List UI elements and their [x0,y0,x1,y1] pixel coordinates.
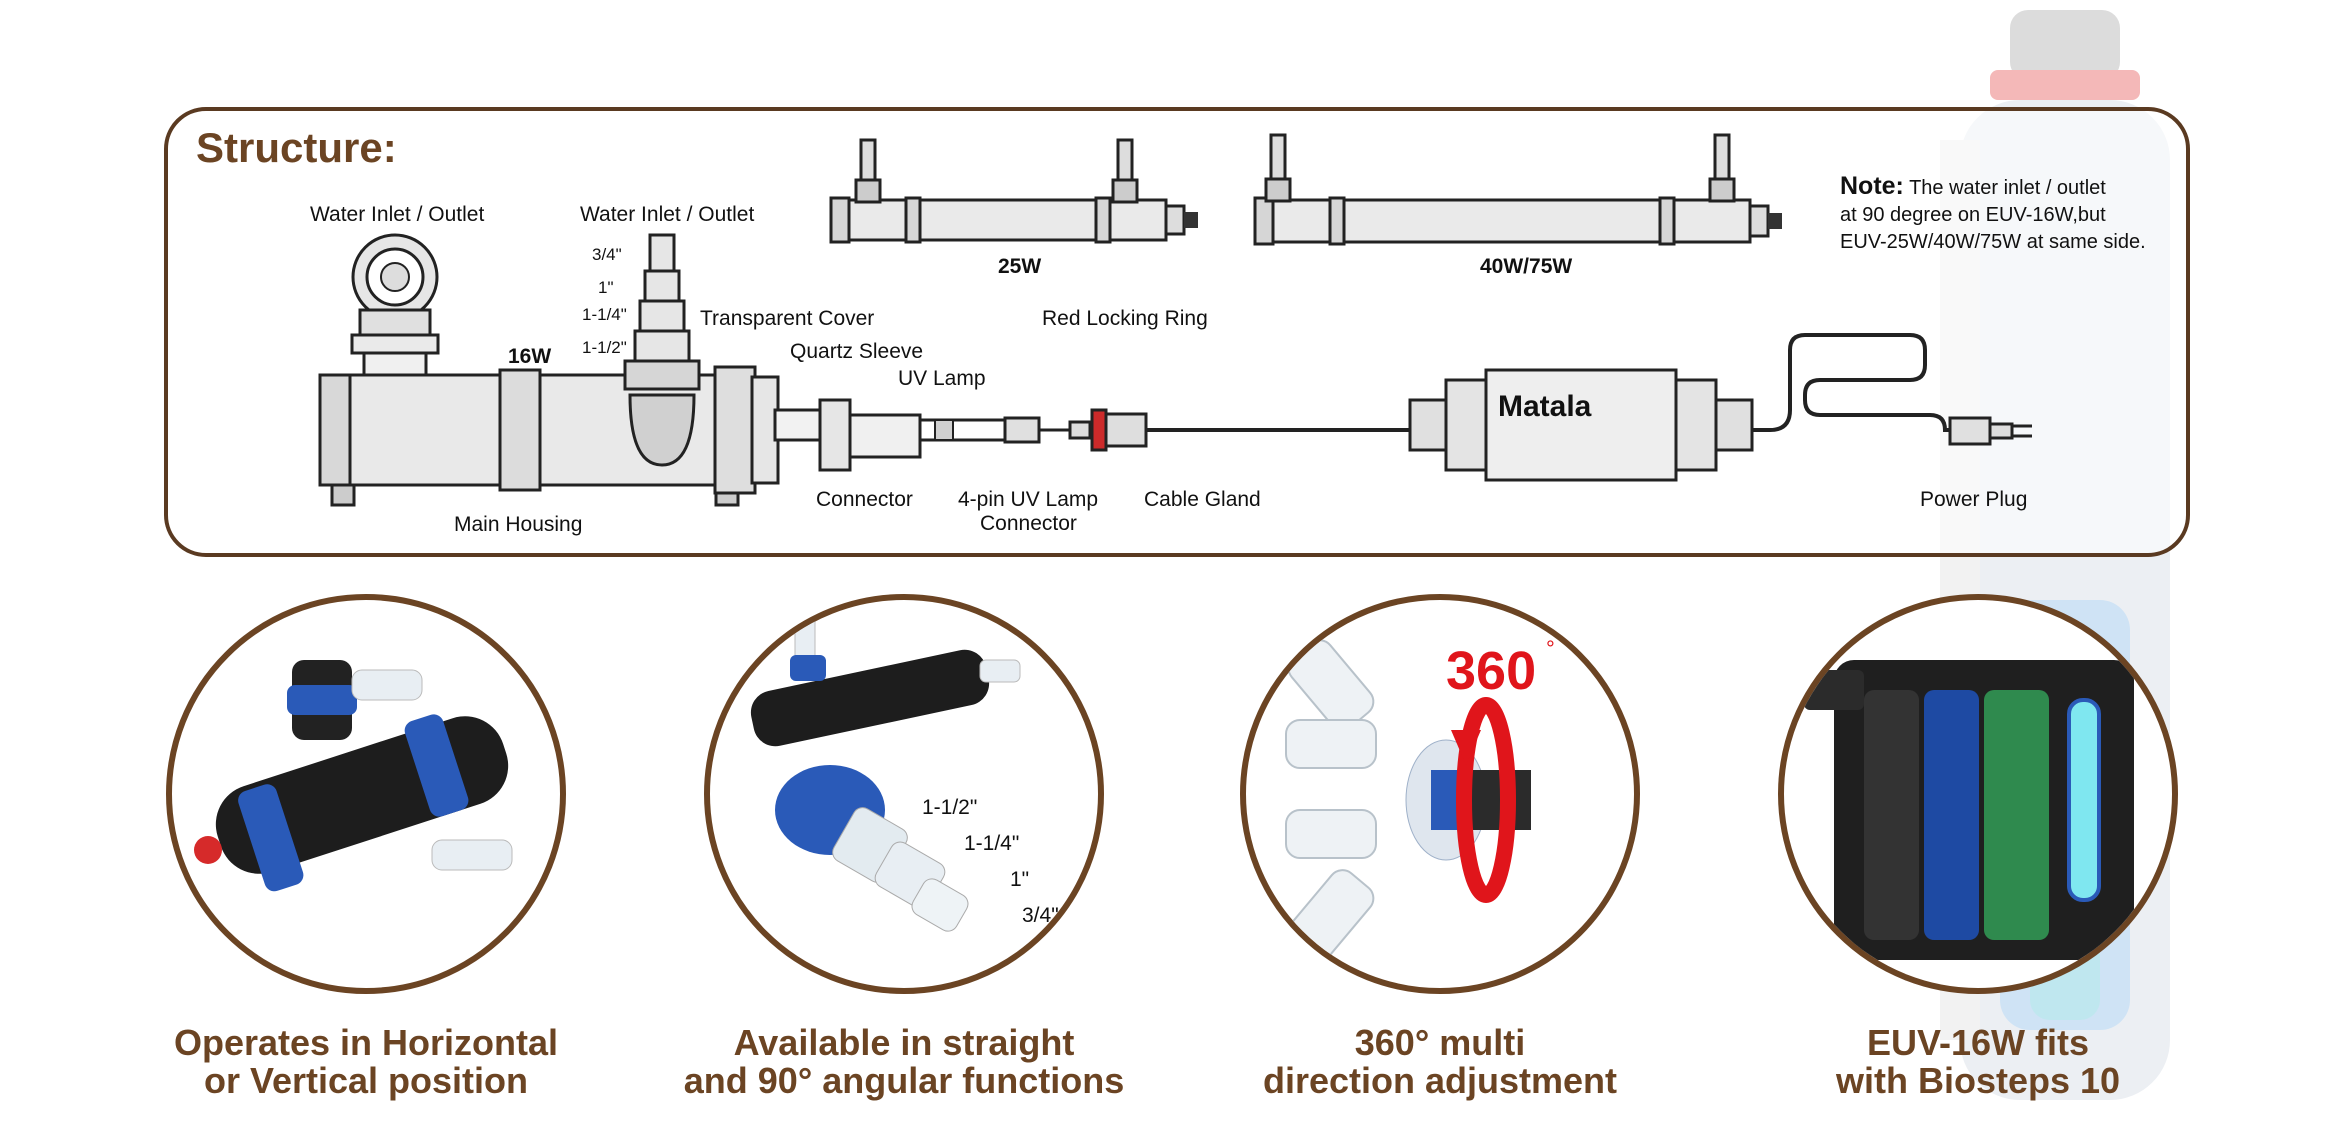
connector-label: Connector [816,488,913,511]
uv-lamp-label: UV Lamp [898,367,986,390]
feature-photo-rotation: 360 ° [1240,594,1640,994]
connector-cable-diagram [818,333,2032,482]
feature-caption: Operates in Horizontal or Vertical posit… [106,1024,626,1100]
note-text: Note: The water inlet / outlet at 90 deg… [1840,173,2180,256]
euv-16w-diagram [318,233,842,507]
feature-photo-biosteps [1778,594,2178,994]
feature-caption: 360° multi direction adjustment [1180,1024,1700,1100]
size-label: 1" [1010,868,1030,891]
caption-line: and 90° angular functions [683,1060,1125,1101]
inlet-left-label: Water Inlet / Outlet [310,203,485,226]
main-housing-label: Main Housing [454,513,583,536]
note-heading: Note: [1840,172,1904,200]
pin-connector-label-2: Connector [980,512,1077,535]
caption-line: or Vertical position [203,1060,529,1101]
quartz-sleeve-label: Quartz Sleeve [790,340,924,363]
model-25w-label: 25W [998,255,1042,278]
rotating-connector-photo [1285,639,1531,961]
brand-label: Matala [1498,390,1592,423]
note-line: The water inlet / outlet [1903,177,2106,199]
cable-gland-label: Cable Gland [1144,488,1261,511]
structure-title: Structure: [196,124,397,171]
caption-line: direction adjustment [1262,1060,1618,1101]
feature-caption: EUV-16W fits with Biosteps 10 [1718,1024,2238,1100]
caption-line: 360° multi [1354,1022,1526,1063]
size-label: 3/4" [592,245,622,264]
rotation-badge: 360 [1446,641,1537,701]
note-line: EUV-25W/40W/75W at same side. [1840,231,2146,253]
pin-connector-label: 4-pin UV Lamp [958,488,1099,511]
uv-sterilizer-photo [194,660,513,892]
size-label: 1-1/2" [582,338,627,357]
biosteps-filter-photo [1804,660,2134,960]
stepped-connector-photo [750,600,1021,932]
euv-40w-diagram [1253,133,1782,246]
transparent-cover-label: Transparent Cover [700,307,875,330]
size-label: 1-1/4" [964,832,1020,855]
caption-line: with Biosteps 10 [1835,1060,2121,1101]
feature-photo-horizontal [166,594,566,994]
size-label: 1-1/4" [582,305,627,324]
caption-line: Operates in Horizontal [173,1022,559,1063]
size-label: 1" [598,278,614,297]
model-16w-label: 16W [508,345,552,368]
power-plug-label: Power Plug [1920,488,2028,511]
size-label: 1-1/2" [922,796,978,819]
note-line: at 90 degree on EUV-16W,but [1840,204,2106,226]
degree-symbol: ° [1546,636,1555,661]
caption-line: Available in straight [733,1022,1075,1063]
red-locking-ring-label: Red Locking Ring [1042,307,1208,330]
inlet-right-label: Water Inlet / Outlet [580,203,755,226]
feature-caption: Available in straight and 90° angular fu… [644,1024,1164,1100]
euv-25w-diagram [829,138,1198,244]
caption-line: EUV-16W fits [1866,1022,2090,1063]
model-40w-label: 40W/75W [1480,255,1573,278]
feature-photo-angular: 1-1/2" 1-1/4" 1" 3/4" [704,594,1104,994]
size-label: 3/4" [1022,904,1059,927]
